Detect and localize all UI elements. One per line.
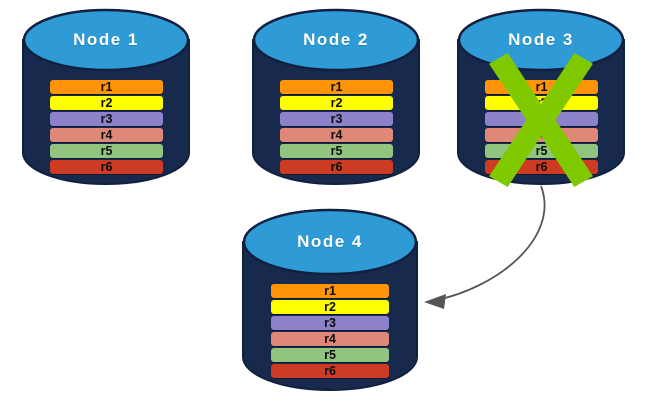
record-stripe[interactable]: r2 <box>485 96 598 110</box>
record-stripe[interactable]: r4 <box>280 128 393 142</box>
record-stripe[interactable]: r5 <box>271 348 389 362</box>
record-stripe[interactable]: r5 <box>280 144 393 158</box>
record-stripe[interactable]: r1 <box>280 80 393 94</box>
record-stripe[interactable]: r1 <box>50 80 163 94</box>
cylinder-top <box>252 8 420 72</box>
record-list: r1 r2 r3 r4 r5 r6 <box>485 80 598 174</box>
record-stripe[interactable]: r6 <box>280 160 393 174</box>
record-stripe[interactable]: r6 <box>50 160 163 174</box>
record-list: r1 r2 r3 r4 r5 r6 <box>280 80 393 174</box>
record-stripe[interactable]: r2 <box>50 96 163 110</box>
record-stripe[interactable]: r4 <box>271 332 389 346</box>
record-stripe[interactable]: r2 <box>271 300 389 314</box>
cylinder-top <box>242 208 418 276</box>
cylinder-top <box>457 8 625 72</box>
record-stripe[interactable]: r4 <box>485 128 598 142</box>
cylinder-top <box>22 8 190 72</box>
record-stripe[interactable]: r5 <box>485 144 598 158</box>
record-stripe[interactable]: r3 <box>280 112 393 126</box>
record-list: r1 r2 r3 r4 r5 r6 <box>271 284 389 378</box>
record-stripe[interactable]: r3 <box>485 112 598 126</box>
record-stripe[interactable]: r1 <box>485 80 598 94</box>
record-stripe[interactable]: r6 <box>271 364 389 378</box>
record-stripe[interactable]: r6 <box>485 160 598 174</box>
record-list: r1 r2 r3 r4 r5 r6 <box>50 80 163 174</box>
record-stripe[interactable]: r1 <box>271 284 389 298</box>
record-stripe[interactable]: r2 <box>280 96 393 110</box>
record-stripe[interactable]: r5 <box>50 144 163 158</box>
record-stripe[interactable]: r4 <box>50 128 163 142</box>
record-stripe[interactable]: r3 <box>50 112 163 126</box>
record-stripe[interactable]: r3 <box>271 316 389 330</box>
